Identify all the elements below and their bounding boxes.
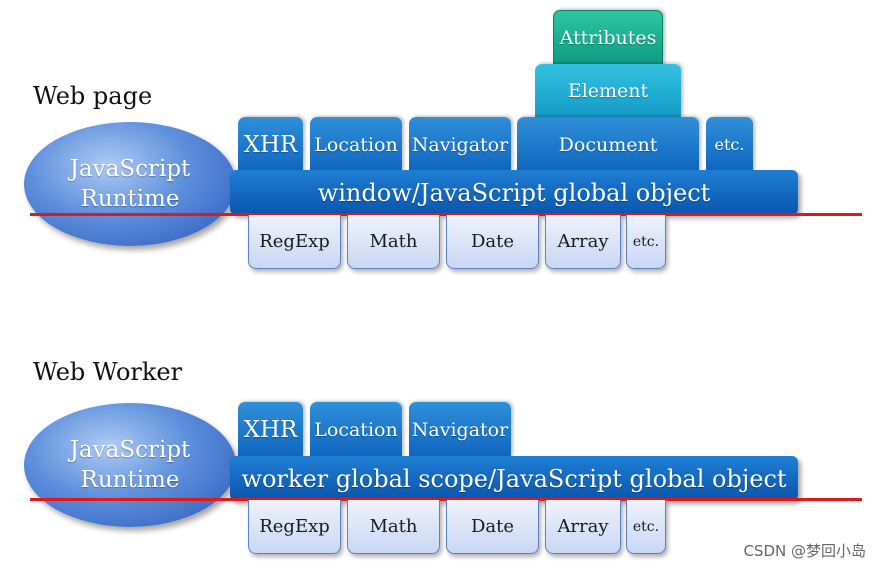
- web-worker-xhr-box: XHR: [238, 402, 303, 457]
- web-worker-math-box: Math: [347, 500, 440, 554]
- worker-global-scope-bar: worker global scope/JavaScript global ob…: [230, 456, 798, 501]
- element-box: Element: [535, 64, 681, 118]
- runtime-label-line1: JavaScript: [69, 437, 191, 463]
- web-page-title: Web page: [33, 82, 153, 110]
- runtime-label-line2: Runtime: [80, 186, 180, 212]
- window-global-object-bar: window/JavaScript global object: [230, 170, 798, 215]
- runtime-label-line2: Runtime: [80, 467, 180, 493]
- web-worker-array-box: Array: [545, 500, 621, 554]
- web-page-location-box: Location: [310, 117, 402, 172]
- attributes-box: Attributes: [553, 10, 663, 66]
- web-worker-title: Web Worker: [33, 358, 183, 386]
- web-page-math-box: Math: [347, 215, 440, 269]
- web-worker-date-box: Date: [446, 500, 539, 554]
- web-page-red-line: [30, 213, 862, 216]
- web-worker-location-box: Location: [310, 402, 402, 457]
- web-page-array-box: Array: [545, 215, 621, 269]
- web-page-regexp-box: RegExp: [248, 215, 341, 269]
- web-worker-navigator-box: Navigator: [409, 402, 511, 457]
- document-box: Document: [517, 117, 699, 172]
- csdn-watermark: CSDN @梦回小岛: [743, 542, 866, 560]
- web-page-etc-box: etc.: [706, 117, 753, 172]
- web-worker-red-line: [30, 498, 862, 501]
- web-page-xhr-box: XHR: [238, 117, 303, 172]
- web-worker-regexp-box: RegExp: [248, 500, 341, 554]
- web-page-date-box: Date: [446, 215, 539, 269]
- web-page-bottom-etc-box: etc.: [626, 215, 666, 269]
- web-worker-runtime-ellipse: JavaScript Runtime: [24, 403, 236, 527]
- web-page-runtime-ellipse: JavaScript Runtime: [24, 122, 236, 246]
- web-worker-bottom-etc-box: etc.: [626, 500, 666, 554]
- runtime-label-line1: JavaScript: [69, 156, 191, 182]
- web-page-navigator-box: Navigator: [409, 117, 511, 172]
